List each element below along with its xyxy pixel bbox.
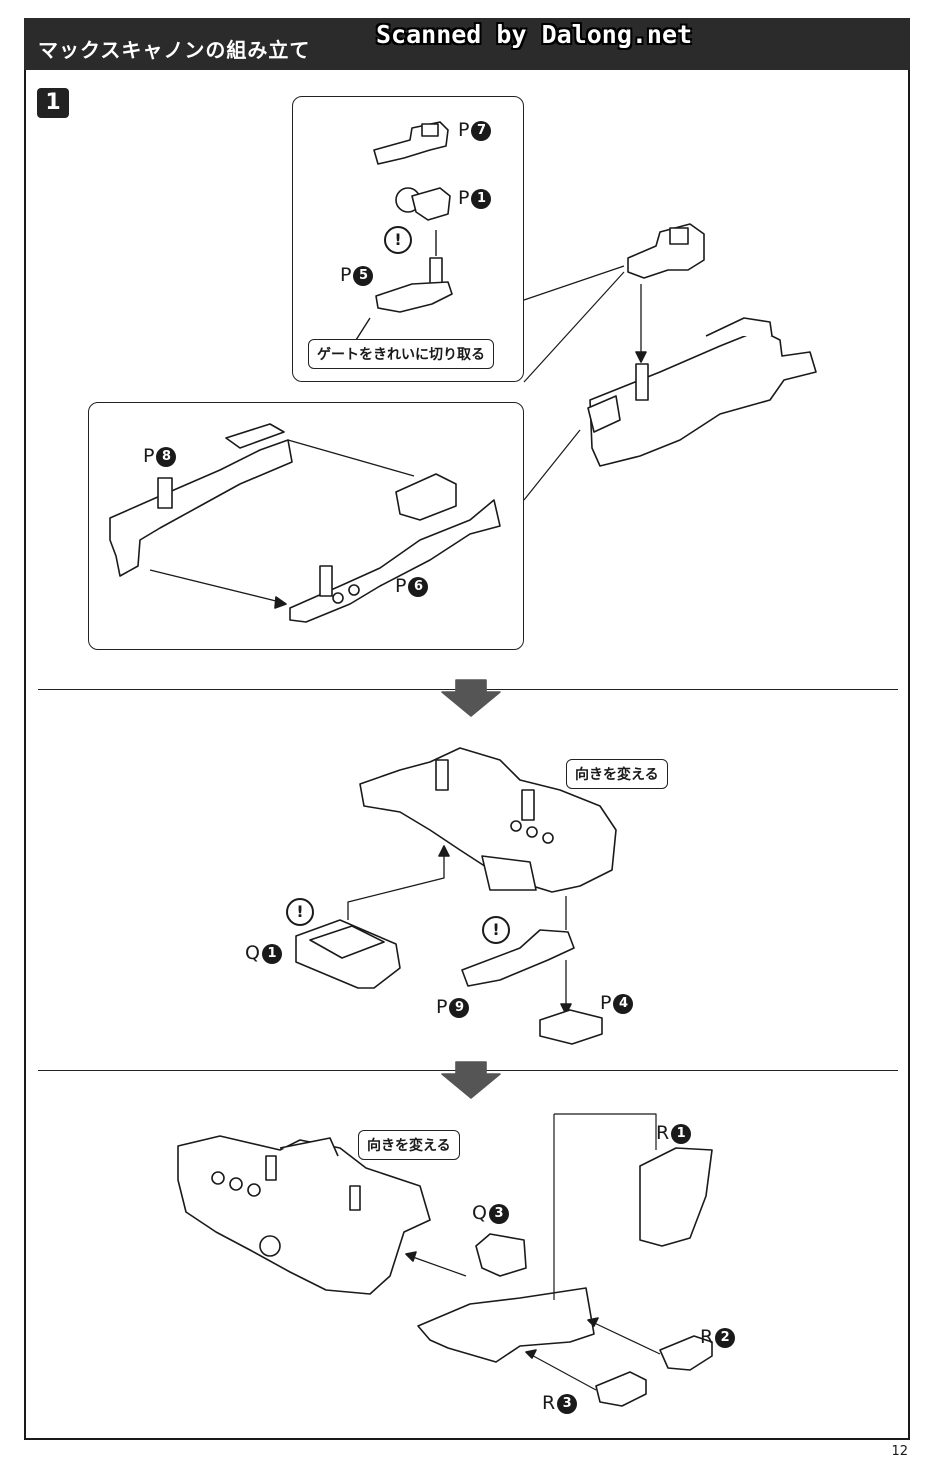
part-p6-drawing: [289, 473, 501, 623]
scan-watermark: Scanned by Dalong.net: [376, 20, 693, 49]
detail-box-top: [292, 96, 524, 382]
part-r1-drawing: [639, 1147, 713, 1247]
step-number-badge: 1: [37, 88, 69, 118]
turn-note-bottom: 向きを変える: [358, 1130, 460, 1160]
detail-box-frame: [88, 402, 524, 650]
warning-icon: !: [482, 916, 510, 944]
section-header: [24, 18, 910, 70]
part-p9-drawing: [461, 929, 575, 987]
part-r3-drawing: [595, 1371, 647, 1407]
part-q3-drawing: [417, 1233, 595, 1363]
final-assembly-drawing: [177, 1135, 431, 1295]
part-p1-drawing: [395, 187, 451, 221]
assembled-frame-drawing: [587, 317, 817, 467]
warning-icon: !: [384, 226, 412, 254]
part-r2-drawing: [659, 1335, 713, 1371]
assembled-joint-drawing: [627, 223, 705, 279]
gate-cut-note: ゲートをきれいに切り取る: [308, 339, 494, 369]
part-p5-drawing: [375, 257, 453, 313]
part-p7-drawing: [373, 121, 449, 165]
warning-icon: !: [286, 898, 314, 926]
turn-note-middle: 向きを変える: [566, 759, 668, 789]
part-p8-drawing: [109, 423, 293, 577]
page-number: 12: [891, 1444, 908, 1459]
section-title: マックスキャノンの組み立て: [38, 38, 311, 62]
part-q1-drawing: [295, 919, 401, 989]
middle-assembly-drawing: [359, 747, 617, 893]
part-p4-drawing: [539, 1009, 603, 1045]
